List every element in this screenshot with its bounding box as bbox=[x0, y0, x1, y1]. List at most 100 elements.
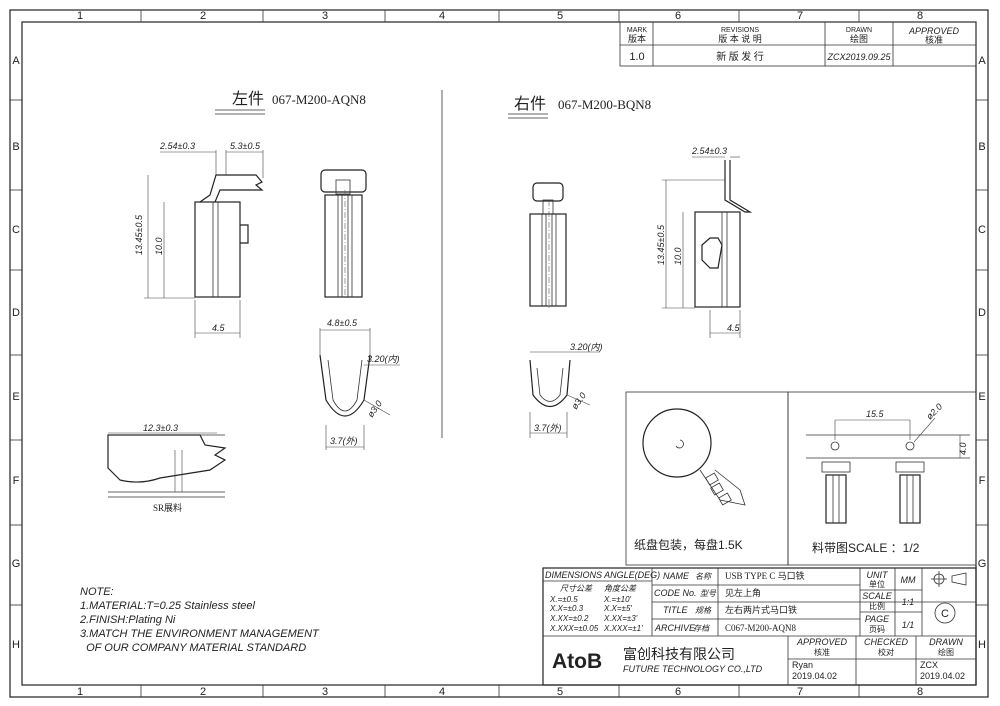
rev-mark-en: MARK bbox=[627, 27, 648, 34]
rev-row-drawn: ZCX2019.09.25 bbox=[826, 52, 891, 62]
notes-title: NOTE: bbox=[80, 586, 114, 598]
right-title-code: 067-M200-BQN8 bbox=[558, 97, 651, 112]
tb-tol-4b: X.XXX=±1' bbox=[603, 624, 643, 633]
grid-col-1: 1 bbox=[77, 10, 83, 22]
tb-code-cn: 型号 bbox=[700, 589, 717, 598]
notes-line-4: OF OUR COMPANY MATERIAL STANDARD bbox=[80, 642, 306, 654]
tb-tol-1a: X.=±0.5 bbox=[549, 595, 578, 604]
tb-title-label: TITLE bbox=[663, 605, 689, 615]
left-bottom-view bbox=[319, 328, 400, 450]
left-dim-top-a: 2.54±0.3 bbox=[159, 141, 195, 151]
grid-col-5: 5 bbox=[557, 10, 563, 22]
grid-col-4: 4 bbox=[439, 10, 445, 22]
grid-col-3: 3 bbox=[322, 10, 328, 22]
grid-row-d-right: D bbox=[978, 307, 986, 319]
right-title-cn: 右件 bbox=[514, 95, 546, 113]
grid-col-6: 6 bbox=[675, 10, 681, 22]
grid-row-f: F bbox=[13, 475, 20, 487]
tb-page-value: 1/1 bbox=[902, 620, 915, 630]
grid-row-h: H bbox=[12, 639, 20, 651]
rev-revisions-en: REVISIONS bbox=[721, 27, 759, 34]
projection-symbol-icon bbox=[931, 571, 967, 587]
rev-row-desc: 新 版 发 行 bbox=[716, 50, 764, 63]
right-dim-inner: 10.0 bbox=[673, 247, 683, 265]
tb-archive-label: ARCHIVE bbox=[654, 623, 696, 633]
tb-title-cn: 规格 bbox=[695, 606, 712, 615]
right-dim-bottom-out: 3.7(外) bbox=[534, 423, 562, 433]
right-bottom-view bbox=[529, 351, 600, 438]
reel-caption: 纸盘包装，每盘1.5K bbox=[634, 537, 743, 552]
grid-row-f-right: F bbox=[979, 475, 986, 487]
copyright-icon: C bbox=[934, 602, 956, 624]
grid-row-d: D bbox=[12, 307, 20, 319]
grid-col-8: 8 bbox=[917, 10, 923, 22]
tb-scale-cn: 比例 bbox=[869, 601, 885, 611]
tb-name-label: NAME bbox=[663, 571, 690, 581]
grid-row-c-right: C bbox=[978, 224, 986, 236]
left-strip-view bbox=[107, 432, 227, 498]
tb-approved-label: APPROVED bbox=[796, 637, 848, 647]
tb-approved-cn: 核准 bbox=[814, 647, 830, 657]
right-dim-width: 4.5 bbox=[727, 323, 741, 333]
tb-drawn-name: ZCX bbox=[920, 660, 938, 670]
rev-approved-en: APPROVED bbox=[908, 26, 960, 36]
notes-line-3: 3.MATCH THE ENVIRONMENT MANAGEMENT bbox=[80, 628, 320, 640]
tb-tol-cn-a: 尺寸公差 bbox=[560, 584, 593, 593]
tb-archive-cn: 存档 bbox=[693, 624, 710, 633]
grid-row-a: A bbox=[12, 55, 20, 67]
tb-drawn-label: DRAWN bbox=[929, 637, 963, 647]
rev-drawn-en: DRAWN bbox=[846, 27, 872, 34]
revision-table: MARK 版本 REVISIONS 版 本 说 明 DRAWN 绘图 APPRO… bbox=[619, 21, 977, 67]
grid-row-c: C bbox=[12, 224, 20, 236]
company-logo: AtoB bbox=[552, 650, 602, 673]
tb-tol-2b: X.X=±5' bbox=[603, 604, 632, 613]
tb-code-value: 见左上角 bbox=[725, 587, 761, 598]
grid-row-h-right: H bbox=[978, 639, 986, 651]
tb-archive-value: C067-M200-AQN8 bbox=[725, 623, 796, 633]
grid-col-5-bottom: 5 bbox=[557, 686, 563, 698]
grid-row-g: G bbox=[12, 558, 21, 570]
tb-approved-date: 2019.04.02 bbox=[792, 671, 837, 681]
tb-tol-3b: X.XX=±3' bbox=[603, 614, 638, 623]
tb-tol-2a: X.X=±0.3 bbox=[549, 604, 584, 613]
right-dim-height: 13.45±0.5 bbox=[656, 224, 666, 265]
left-dim-width: 4.5 bbox=[212, 323, 226, 333]
grid-row-e: E bbox=[12, 391, 19, 403]
tb-tol-cn-b: 角度公差 bbox=[604, 584, 637, 593]
grid-row-b-right: B bbox=[978, 141, 985, 153]
strip-pitch: 15.5 bbox=[866, 409, 885, 419]
grid-col-2: 2 bbox=[200, 10, 206, 22]
left-dim-top-b: 5.3±0.5 bbox=[230, 141, 261, 151]
grid-row-b: B bbox=[12, 141, 19, 153]
left-dim-radius-in: 3.20(内) bbox=[367, 354, 400, 364]
right-front-view bbox=[529, 182, 567, 308]
left-part-title: 左件 067-M200-AQN8 bbox=[215, 90, 366, 115]
grid-col-7: 7 bbox=[797, 10, 803, 22]
left-front-view bbox=[320, 169, 367, 300]
tb-checked-cn: 校对 bbox=[878, 647, 894, 657]
tb-tol-4a: X.XXX=±0.05 bbox=[549, 624, 599, 633]
grid-ticks bbox=[10, 10, 988, 697]
right-dim-radius-in: 3.20(内) bbox=[570, 342, 603, 352]
notes-line-2: 2.FINISH:Plating Ni bbox=[79, 614, 176, 626]
right-side-view bbox=[662, 156, 753, 338]
right-dim-dia: ø3.0 bbox=[569, 391, 588, 411]
tb-page-cn: 页码 bbox=[869, 625, 885, 634]
grid-col-1-bottom: 1 bbox=[77, 686, 83, 698]
strip-width: 4.0 bbox=[958, 442, 968, 455]
strip-box bbox=[787, 391, 977, 566]
tb-drawn-date: 2019.04.02 bbox=[920, 671, 965, 681]
tb-title-value: 左右两片式马口铁 bbox=[725, 604, 797, 615]
grid-col-2-bottom: 2 bbox=[200, 686, 206, 698]
grid-row-g-right: G bbox=[978, 558, 987, 570]
tb-dim-header: DIMENSIONS ANGLE(DEG) bbox=[545, 570, 660, 580]
tb-name-value: USB TYPE C 马口铁 bbox=[725, 570, 805, 581]
left-title-cn: 左件 bbox=[232, 90, 264, 108]
notes: NOTE: 1.MATERIAL:T=0.25 Stainless steel … bbox=[79, 586, 320, 654]
left-strip-dim: 12.3±0.3 bbox=[143, 423, 178, 433]
tb-name-cn: 名称 bbox=[695, 572, 713, 581]
left-side-view bbox=[144, 150, 264, 338]
tb-unit-label: UNIT bbox=[867, 570, 889, 580]
strip-caption: 料带图SCALE ：1/2 bbox=[812, 541, 920, 555]
tb-tol-3a: X.XX=±0.2 bbox=[549, 614, 589, 623]
